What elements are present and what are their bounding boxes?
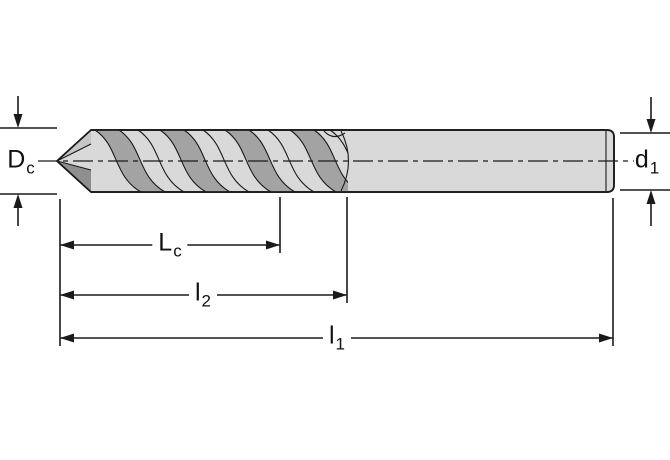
l2-arrowhead-right xyxy=(333,290,347,300)
point-edge-upper xyxy=(56,143,92,162)
dc-label: Dc xyxy=(7,145,35,177)
extension-lines xyxy=(59,197,614,346)
d1-label: d1 xyxy=(634,145,659,177)
d1-label-base: d xyxy=(634,145,649,174)
dc-label-base: D xyxy=(7,145,26,174)
d1-label-sub: 1 xyxy=(649,158,660,178)
l1-arrowhead-right xyxy=(599,333,613,343)
l2-label: l2 xyxy=(188,278,218,310)
dc-label-sub: c xyxy=(26,158,35,178)
lc-label: Lc xyxy=(152,228,188,260)
l2-label-sub: 2 xyxy=(201,291,212,311)
l2-arrowhead-left xyxy=(60,290,74,300)
flute-runout-curve xyxy=(340,130,349,192)
l1-label-sub: 1 xyxy=(335,334,346,354)
l2-label-base: l xyxy=(194,278,201,307)
dc-arrowhead-bottom xyxy=(13,194,23,208)
flute-runout-notch xyxy=(323,130,346,138)
l1-label: l1 xyxy=(322,321,352,353)
point-edge-lower xyxy=(56,160,92,171)
d1-arrowhead-top xyxy=(646,119,656,133)
lc-arrowhead-left xyxy=(60,240,74,250)
flute-edge-line xyxy=(329,129,348,155)
lc-label-base: L xyxy=(158,228,173,257)
lc-label-sub: c xyxy=(173,241,182,261)
dimension-dc xyxy=(0,96,57,226)
d1-arrowhead-bottom xyxy=(646,190,656,204)
l1-label-base: l xyxy=(328,321,335,350)
dimension-d1 xyxy=(620,97,670,226)
l1-arrowhead-left xyxy=(60,333,74,343)
lc-arrowhead-right xyxy=(266,240,280,250)
dc-arrowhead-top xyxy=(13,114,23,128)
